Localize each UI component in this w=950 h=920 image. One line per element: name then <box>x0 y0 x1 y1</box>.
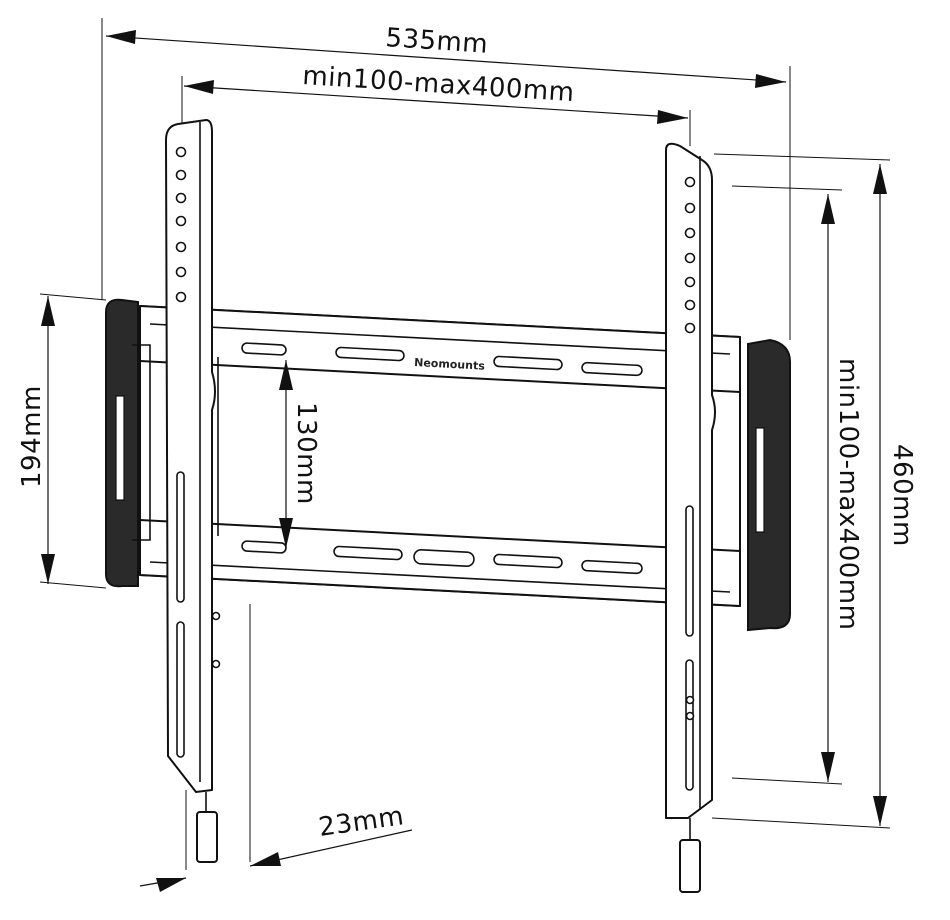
wall-plate: Neomounts <box>139 305 741 607</box>
right-arm-slot-upper <box>685 505 694 637</box>
overall-height-label: 460mm <box>887 444 917 547</box>
right-pad <box>747 338 791 632</box>
dimension-vesa-horizontal: min100-max400mm <box>181 61 691 146</box>
dimension-overall-width: 535mm <box>101 18 791 340</box>
wall-distance-label: 23mm <box>317 801 406 843</box>
lower-rail-slots <box>241 540 643 575</box>
left-arm-slot-lower <box>176 621 185 758</box>
left-pad <box>105 298 151 588</box>
vesa-vertical-label: min100-max400mm <box>833 358 863 630</box>
vesa-horizontal-label: min100-max400mm <box>302 61 576 108</box>
right-arm-holes <box>684 176 696 334</box>
right-safety-lock <box>679 839 701 893</box>
left-safety-lock <box>196 811 218 863</box>
right-arm <box>665 142 716 893</box>
overall-width-label: 535mm <box>385 23 490 60</box>
left-arm-holes <box>175 146 187 303</box>
dimension-overall-height: 460mm <box>711 153 917 829</box>
plate-height-label: 194mm <box>17 385 47 488</box>
left-arm <box>165 119 221 863</box>
level-window <box>413 548 475 568</box>
brand-label: Neomounts <box>414 356 486 373</box>
right-arm-slot-lower <box>685 659 694 791</box>
rail-spacing-label: 130mm <box>291 402 321 505</box>
dimension-vesa-vertical: min100-max400mm <box>731 185 863 785</box>
dimension-rail-spacing: 130mm <box>279 360 321 548</box>
upper-rail-slots <box>241 342 643 377</box>
dimension-plate-height: 194mm <box>17 293 107 589</box>
left-arm-slot-upper <box>176 471 185 603</box>
